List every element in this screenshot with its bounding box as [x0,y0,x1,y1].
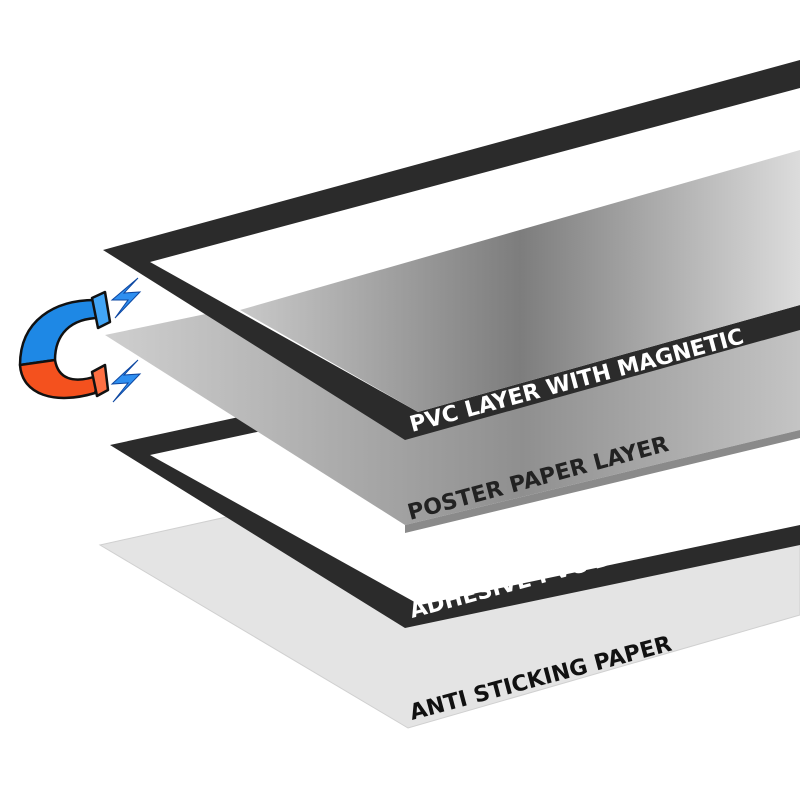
pvc-magnetic-layer [103,60,800,440]
lightning-bolt-icon [110,359,142,403]
lightning-bolt-icon [110,277,142,319]
magnet-icon [18,290,112,400]
